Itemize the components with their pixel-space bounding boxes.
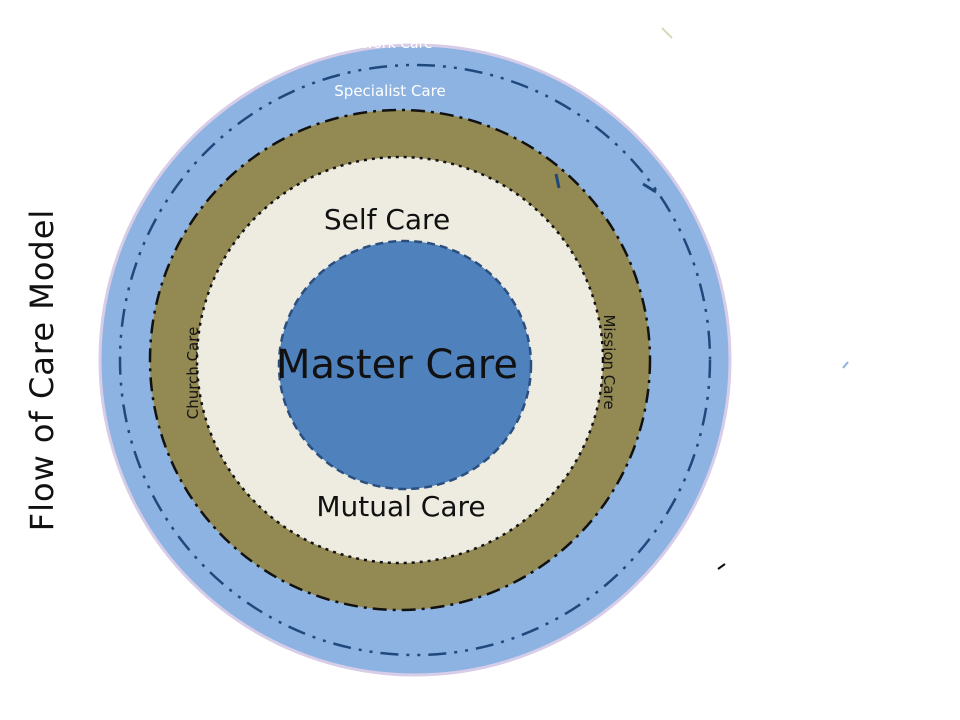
diagram-title: Flow of Care Model: [23, 209, 61, 532]
decorative-mark: [842, 361, 849, 369]
network-care-label: Network Care: [337, 36, 432, 52]
master-care-label: Master Care: [276, 342, 518, 388]
mutual-care-label: Mutual Care: [316, 490, 485, 523]
master-care-core: [277, 239, 533, 491]
decorative-mark: [717, 563, 726, 570]
specialist-care-boundary: [118, 63, 712, 657]
decorative-mark: [642, 182, 657, 194]
decorative-mark: [661, 27, 673, 39]
mission-care-label: Mission Care: [600, 314, 618, 409]
specialist-care-label: Specialist Care: [334, 82, 445, 100]
self-care-label: Self Care: [324, 203, 450, 236]
decorative-mark: [554, 173, 561, 189]
church-care-label: Church Care: [184, 327, 202, 420]
